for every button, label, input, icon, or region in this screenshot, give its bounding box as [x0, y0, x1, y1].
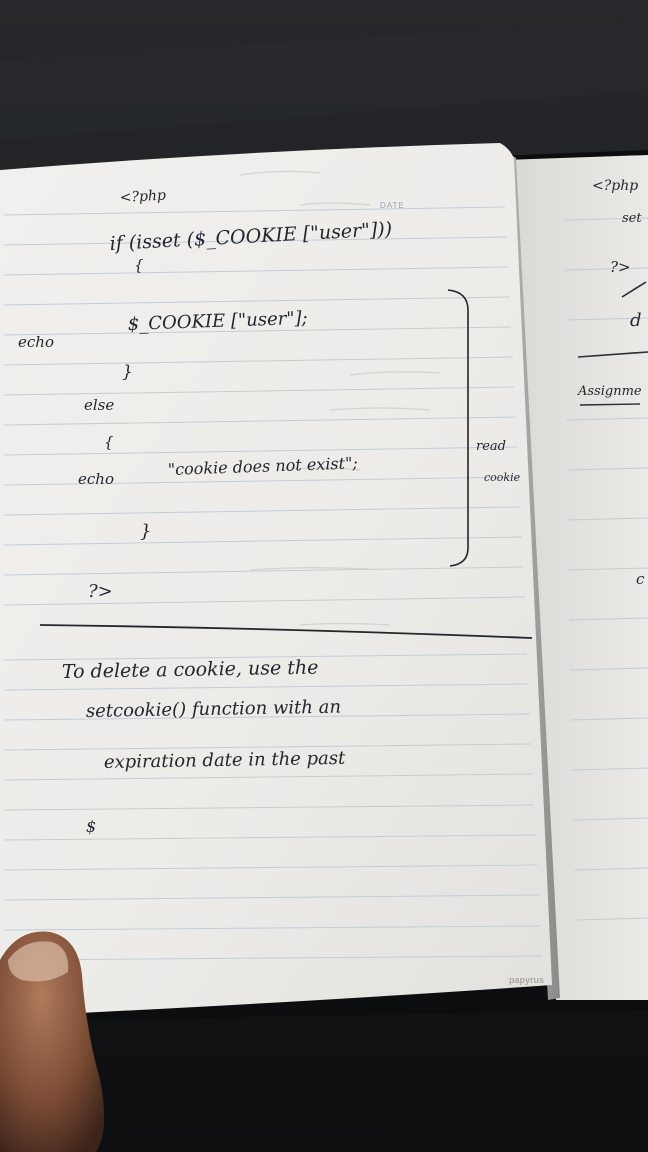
thumbnail-nail: [8, 941, 69, 982]
right-page-divider: [577, 351, 648, 358]
code-line-open-tag: <?php: [119, 188, 166, 206]
date-label: DATE: [380, 201, 405, 210]
right-fragment-php: <?php: [592, 178, 638, 194]
code-line-open-brace: {: [134, 256, 144, 274]
code-bracket: [447, 289, 469, 567]
left-page: [0, 143, 552, 1013]
right-page-stroke: [621, 281, 647, 298]
left-page-rules: [3, 206, 543, 961]
right-fragment-c: c: [636, 570, 645, 588]
note-line-3: expiration date in the past: [104, 748, 347, 773]
right-fragment-set: set: [622, 211, 642, 226]
right-page: [505, 155, 648, 1000]
right-fragment-d: d: [630, 310, 642, 331]
right-fragment-close: ?>: [610, 258, 631, 276]
table-highlight: [0, 20, 648, 140]
bleed-through: [239, 170, 441, 626]
right-page-rules: [564, 217, 648, 921]
code-line-else: else: [84, 396, 114, 414]
section-divider: [39, 624, 533, 639]
margin-echo-1: echo: [18, 333, 54, 351]
brand-label: papyrus: [509, 975, 544, 985]
bracket-note-cookie: cookie: [484, 471, 521, 484]
scribble-mark: $: [86, 817, 96, 836]
bracket-note-read: read: [476, 439, 506, 454]
code-line-open-brace-2: {: [104, 433, 114, 451]
code-line-close-brace-2: }: [140, 521, 151, 542]
right-page-underline: [579, 403, 641, 406]
note-line-1: To delete a cookie, use the: [62, 657, 319, 683]
thumb: [0, 931, 105, 1152]
note-line-2: setcookie() function with an: [86, 697, 341, 722]
code-line-close-brace: }: [122, 362, 133, 382]
right-fragment-assign: Assignme: [577, 384, 642, 399]
code-line-close-tag: ?>: [88, 581, 113, 602]
margin-echo-2: echo: [78, 470, 114, 488]
